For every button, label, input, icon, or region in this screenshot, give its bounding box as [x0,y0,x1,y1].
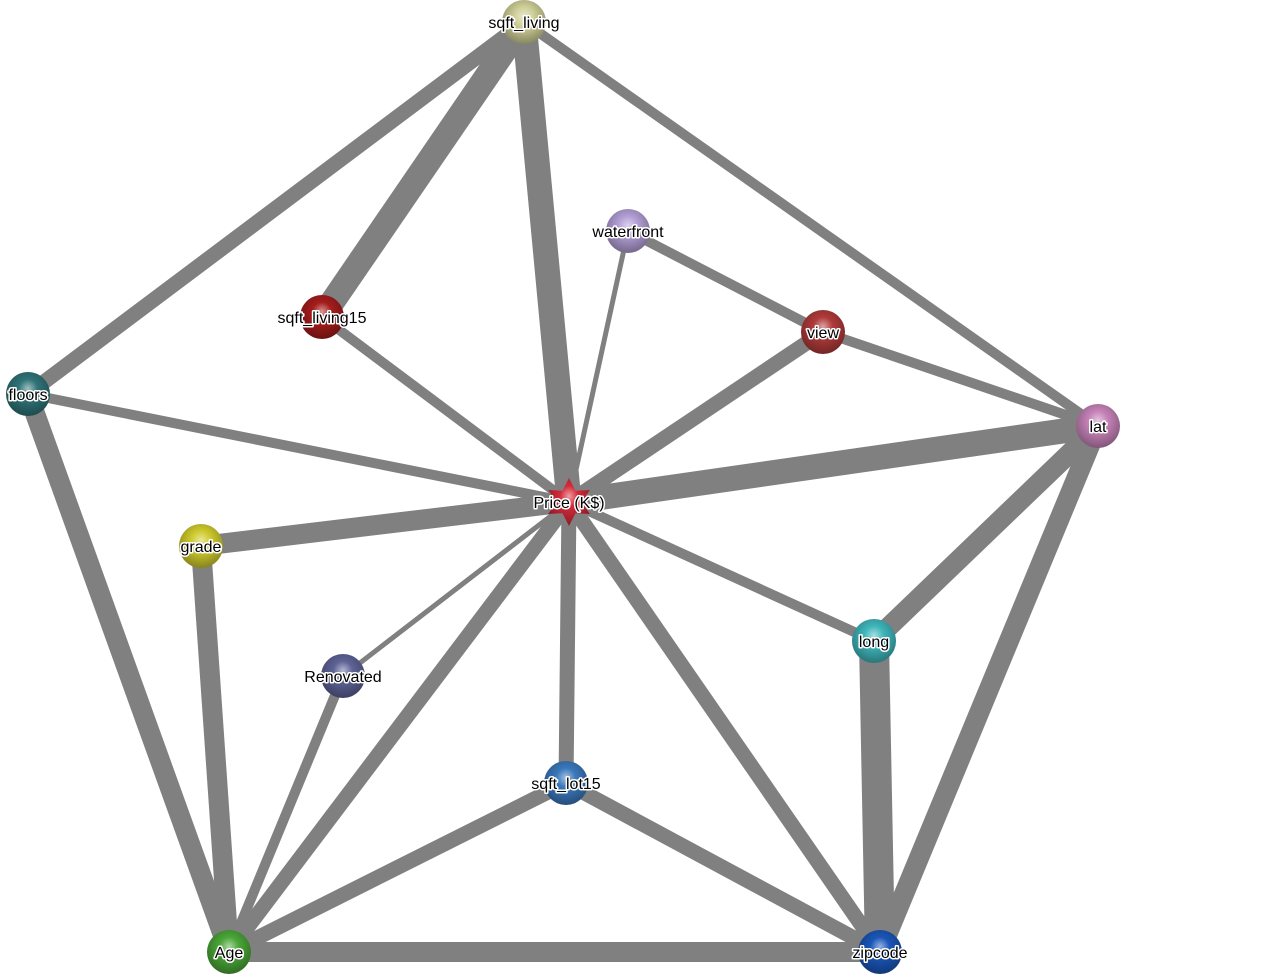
edges-layer [18,14,1108,962]
node-shape-circle [544,761,588,805]
node-shape-circle [801,310,845,354]
edge-sqft_living15-price [319,312,572,507]
node-label: sqft_lot15 [531,776,600,793]
node-label: Renovated [304,669,381,686]
node-lat[interactable]: lat [1076,404,1120,448]
node-label: view [807,325,839,342]
node-shape-circle [858,930,902,974]
node-shape-circle [207,930,251,974]
edge-waterfront-price [566,230,631,503]
edge-view-lat [821,327,1100,431]
edge-lat-zipcode [870,422,1108,956]
node-shape-circle [6,372,50,416]
edge-lat-long [867,418,1105,649]
node-floors[interactable]: floors [6,372,50,416]
node-sqft_living15[interactable]: sqft_living15 [276,295,368,339]
edge-price-grade [199,492,571,556]
node-label: waterfront [591,224,664,241]
edge-view-price [564,325,828,509]
node-shape-circle [502,0,546,44]
node-label: grade [181,539,222,556]
node-sqft_lot15[interactable]: sqft_lot15 [530,761,602,805]
node-label: Age [215,945,244,962]
edge-waterfront-view [625,226,826,337]
node-label: sqft_living15 [278,310,367,327]
edge-grade-age [191,545,239,953]
node-long[interactable]: long [852,619,896,663]
node-price[interactable]: Price (K$) [532,478,606,526]
node-label: sqft_living [488,15,559,32]
node-shape-circle [321,654,365,698]
edge-long-zipcode [859,640,895,953]
node-shape-star [548,478,590,526]
node-age[interactable]: Age [207,930,251,974]
node-label: floors [8,387,47,404]
edge-price-age [223,497,575,957]
edge-floors-price [27,389,570,507]
edge-renovated-age [224,674,348,954]
edge-sqft_living-sqft_living15 [311,14,535,325]
node-label: long [859,634,889,651]
node-grade[interactable]: grade [179,524,223,568]
node-label: zipcode [852,945,907,962]
node-shape-circle [852,619,896,663]
edge-sqft_lot15-age [225,776,570,959]
node-sqft_living[interactable]: sqft_living [487,0,561,44]
edge-sqft_living-lat [521,17,1101,431]
edge-sqft_living-price [511,20,582,504]
node-shape-circle [606,209,650,253]
node-view[interactable]: view [801,310,845,354]
node-label: lat [1090,419,1107,436]
edge-price-long [566,497,877,646]
edge-sqft_living-floors [23,16,529,400]
node-zipcode[interactable]: zipcode [851,930,909,974]
node-shape-circle [179,524,223,568]
edge-sqft_lot15-zipcode [562,776,884,959]
node-waterfront[interactable]: waterfront [590,209,666,253]
edge-lat-price [567,413,1100,515]
edge-price-renovated [341,500,571,678]
node-renovated[interactable]: Renovated [303,654,383,698]
edge-price-sqft_lot15 [558,501,577,784]
edge-floors-age [18,390,239,956]
node-label: Price (K$) [533,495,604,512]
edge-price-zipcode [562,497,887,957]
node-shape-circle [1076,404,1120,448]
node-shape-circle [300,295,344,339]
